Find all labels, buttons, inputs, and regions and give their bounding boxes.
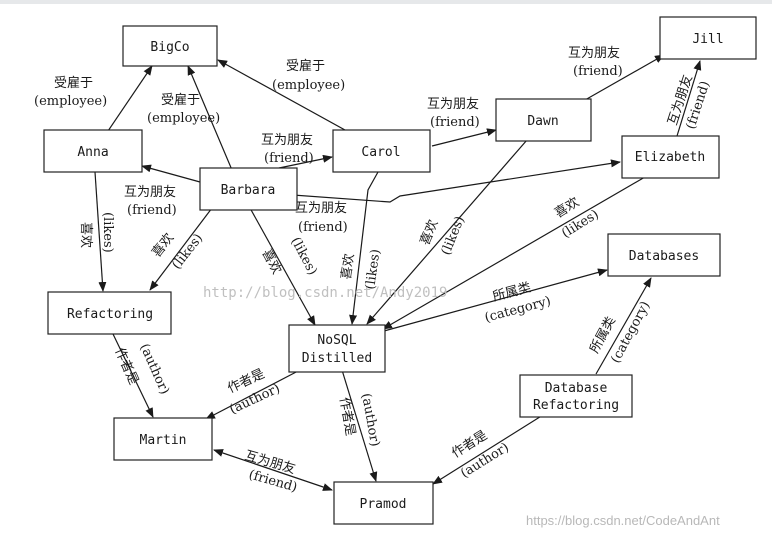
label-carol-bigco-cn: 受雇于	[286, 58, 325, 74]
node-dbref-label-line2: Refactoring	[533, 398, 619, 413]
label-dbref-databases-en: (category)	[608, 299, 653, 366]
edge-martin-pramod	[213, 449, 333, 491]
node-martin[interactable]: Martin	[113, 417, 213, 461]
label-anna-refactoring-cn: 喜欢	[78, 222, 93, 248]
label-barbara-bigco-en: (employee)	[147, 111, 220, 126]
edge-anna-refactoring	[94, 171, 107, 292]
node-nosql-label-line2: Distilled	[302, 351, 372, 366]
label-barbara-nosql-cn: 喜欢	[258, 247, 283, 277]
edge-carol-nosql	[349, 171, 379, 325]
node-pramod-label: Pramod	[360, 497, 407, 512]
top-strip	[0, 0, 772, 4]
label-dawn-jill-cn: 互为朋友	[568, 45, 620, 61]
label-barbara-carol-cn: 互为朋友	[261, 132, 313, 148]
edge-dawn-jill	[584, 54, 665, 101]
watermark-bottom-right: https://blog.csdn.net/CodeAndAnt	[526, 513, 720, 528]
node-dawn[interactable]: Dawn	[495, 98, 592, 142]
edge-carol-dawn	[431, 128, 497, 147]
label-barbara-nosql-en: (likes)	[287, 235, 319, 278]
node-dawn-label: Dawn	[527, 114, 558, 129]
edge-nosql-martin	[205, 369, 301, 420]
edge-barbara-nosql	[249, 207, 316, 326]
label-anna-bigco-en: (employee)	[34, 94, 107, 109]
node-databases[interactable]: Databases	[607, 233, 721, 277]
edge-dawn-nosql	[366, 139, 528, 325]
node-pramod[interactable]: Pramod	[333, 481, 434, 525]
label-refactoring-martin-cn: 作者是	[111, 346, 141, 388]
label-barbara-elizabeth-cn: 互为朋友	[295, 200, 347, 216]
edge-barbara-refactoring	[149, 207, 213, 291]
node-databases-label: Databases	[629, 249, 699, 264]
node-elizabeth-label: Elizabeth	[635, 150, 705, 165]
edge-carol-bigco	[217, 59, 346, 131]
label-refactoring-martin-en: (author)	[136, 342, 172, 397]
label-dawn-jill-en: (friend)	[573, 64, 623, 79]
label-nosql-pramod-cn: 作者是	[336, 396, 358, 437]
node-nosql-distilled[interactable]: NoSQL Distilled	[288, 324, 386, 373]
node-bigco-label: BigCo	[150, 40, 189, 55]
node-martin-label: Martin	[140, 433, 187, 448]
node-jill[interactable]: Jill	[659, 16, 757, 60]
label-barbara-anna-en: (friend)	[127, 203, 177, 218]
node-refactoring-label: Refactoring	[67, 307, 153, 322]
node-elizabeth[interactable]: Elizabeth	[621, 135, 720, 179]
node-anna[interactable]: Anna	[43, 129, 143, 173]
label-carol-dawn-en: (friend)	[430, 115, 480, 130]
node-jill-label: Jill	[692, 32, 723, 47]
edge-nosql-pramod	[341, 369, 378, 482]
label-barbara-carol-en: (friend)	[264, 151, 314, 166]
edge-barbara-elizabeth	[278, 159, 621, 203]
edge-dbref-pramod	[432, 414, 544, 485]
edge-elizabeth-jill	[676, 60, 702, 137]
label-anna-bigco-cn: 受雇于	[54, 75, 93, 91]
node-anna-label: Anna	[77, 145, 108, 160]
node-carol-label: Carol	[361, 145, 400, 160]
edge-barbara-carol	[278, 154, 333, 169]
node-barbara[interactable]: Barbara	[199, 167, 298, 211]
edge-refactoring-martin	[112, 333, 154, 418]
node-nosql-label-line1: NoSQL	[317, 333, 356, 348]
label-carol-nosql-cn: 喜欢	[339, 253, 357, 281]
label-carol-dawn-cn: 互为朋友	[427, 96, 479, 112]
edge-elizabeth-nosql	[382, 176, 646, 330]
label-barbara-anna-cn: 互为朋友	[124, 184, 176, 200]
label-anna-refactoring-en: (likes)	[100, 212, 115, 253]
node-barbara-label: Barbara	[221, 183, 276, 198]
node-dbref-label-line1: Database	[545, 381, 608, 396]
edge-barbara-anna	[141, 164, 201, 183]
node-carol[interactable]: Carol	[332, 129, 431, 173]
node-refactoring[interactable]: Refactoring	[47, 291, 172, 335]
label-nosql-pramod-en: (author)	[358, 392, 382, 448]
edge-anna-bigco	[107, 65, 153, 132]
edge-nosql-databases	[383, 268, 608, 332]
edge-dbref-databases	[595, 277, 652, 375]
node-bigco[interactable]: BigCo	[122, 25, 218, 67]
label-barbara-refactoring-cn: 喜欢	[149, 231, 177, 261]
label-carol-nosql-en: (likes)	[363, 248, 384, 290]
label-barbara-elizabeth-en: (friend)	[298, 220, 348, 235]
watermark-center: http://blog.csdn.net/Andy2019	[203, 285, 447, 301]
node-database-refactoring[interactable]: Database Refactoring	[519, 374, 633, 418]
label-carol-bigco-en: (employee)	[272, 78, 345, 93]
label-barbara-refactoring-en: (likes)	[169, 231, 206, 272]
edge-barbara-bigco	[187, 65, 233, 171]
label-barbara-bigco-cn: 受雇于	[161, 92, 200, 108]
